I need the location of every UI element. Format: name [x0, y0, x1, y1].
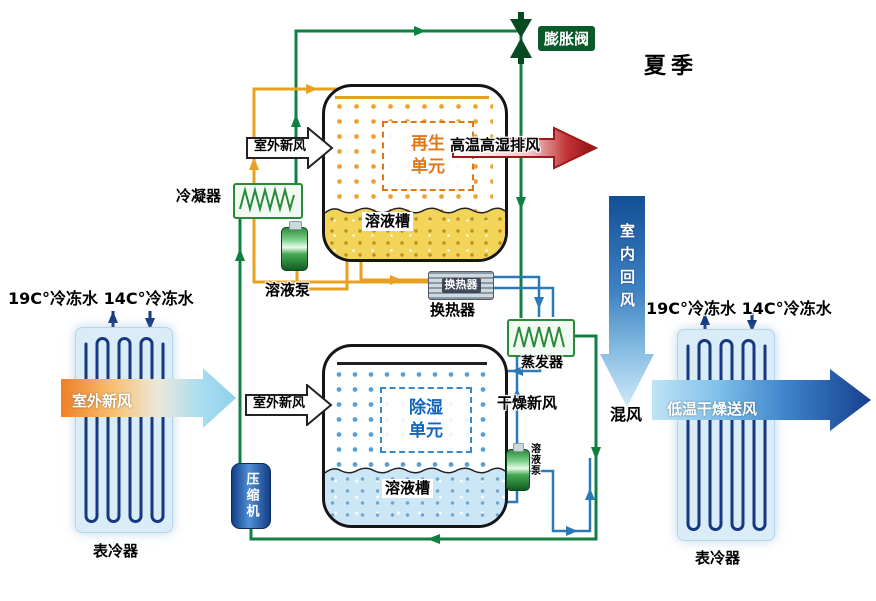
compressor: 压缩机	[231, 463, 271, 529]
regen-pump-label: 溶液泵	[265, 281, 311, 299]
condenser-label: 冷凝器	[176, 187, 222, 205]
dehumid-inlet-label: 室外新风	[253, 396, 306, 411]
expansion-valve-icon	[508, 12, 534, 64]
cold-solution-flow-arrows	[511, 297, 595, 536]
condenser	[233, 183, 303, 219]
regen-tank-label: 溶液槽	[362, 212, 414, 231]
dehumid-spray-pipe	[337, 362, 487, 365]
cooling-coil-left	[84, 337, 165, 523]
right-cooler-arrow-label: 低温干燥送风	[667, 400, 758, 418]
right-cooler-label: 表冷器	[695, 549, 741, 567]
heat-exchanger: 换热器	[428, 271, 494, 300]
dehumid-unit-box: 除湿单元	[380, 387, 472, 453]
chilled-water-left-label: 19C°冷冻水 14C°冷冻水	[8, 289, 194, 308]
dehumid-inlet-arrow	[245, 384, 333, 426]
outdoor-air-arrow-left	[61, 368, 236, 428]
expansion-valve-label: 膨胀阀	[538, 26, 596, 51]
dehumid-tank-wave	[325, 467, 505, 474]
evaporator-coil-icon	[513, 326, 565, 348]
regen-solution-tank	[325, 207, 505, 259]
heat-exchanger-label: 换热器	[430, 301, 476, 319]
mixed-air-label: 混风	[610, 405, 643, 424]
indoor-return-arrow	[600, 196, 654, 407]
surface-cooler-right	[678, 330, 774, 540]
regen-inlet-label: 室外新风	[254, 139, 307, 154]
surface-cooler-left	[76, 328, 172, 532]
season-title: 夏季	[644, 54, 699, 79]
chilled-water-right-label: 19C°冷冻水 14C°冷冻水	[646, 299, 832, 318]
evaporator-label: 蒸发器	[521, 355, 563, 371]
regen-spray-pipe	[335, 96, 489, 99]
regeneration-unit: 再生单元	[322, 84, 508, 262]
hot-solution-flow-arrows	[249, 84, 402, 285]
left-cooler-arrow-label: 室外新风	[72, 392, 133, 410]
solution-pump-dehumid	[506, 443, 530, 491]
dehumid-unit-label: 除湿单元	[409, 398, 443, 441]
dehumid-tank-label: 溶液槽	[382, 479, 434, 498]
dry-air-label: 干燥新风	[497, 394, 558, 412]
dehumid-pump-label: 溶液泵	[528, 443, 540, 476]
condenser-coil-icon	[239, 186, 295, 213]
indoor-return-label: 室内回风	[618, 223, 636, 315]
refrigerant-flow-arrows	[235, 26, 601, 544]
regen-tank-wave	[325, 207, 505, 214]
supply-air-arrow-right	[652, 369, 871, 431]
left-cooler-label: 表冷器	[93, 542, 139, 560]
heat-exchanger-tag: 换热器	[441, 278, 481, 293]
regen-inlet-arrow	[246, 127, 334, 169]
exhaust-arrow	[452, 126, 598, 170]
chilled-water-arrows	[108, 311, 757, 332]
cooling-coil-right	[686, 339, 767, 531]
exhaust-label: 高温高湿排风	[450, 136, 541, 154]
compressor-label: 压缩机	[243, 472, 259, 520]
solution-pump-regen	[281, 221, 308, 271]
evaporator	[507, 319, 575, 357]
regen-unit-label: 再生单元	[411, 134, 445, 177]
dehumidification-unit: 除湿单元	[322, 344, 508, 528]
